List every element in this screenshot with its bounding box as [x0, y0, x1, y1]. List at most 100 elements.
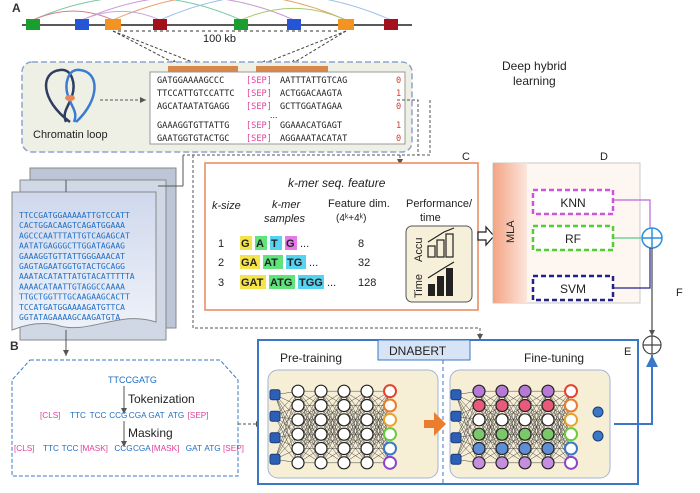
dna-line: TCCATGATGGAAAAGATGTTCA	[19, 303, 125, 312]
nn-edge	[274, 419, 299, 460]
pair-label: 0	[396, 76, 401, 86]
kmer-token: TG	[287, 257, 302, 269]
chromatin-loop-label: Chromatin loop	[33, 129, 108, 141]
nn-edge	[524, 391, 549, 435]
nn-edge	[455, 391, 480, 438]
nn-edge	[547, 391, 572, 435]
nn-edge	[478, 391, 503, 435]
genome-block	[153, 19, 167, 30]
sequence-right: GGAAACATGAGT	[280, 121, 342, 131]
nn-hidden-node	[472, 456, 486, 470]
nn-hidden-node	[360, 413, 374, 427]
dna-line: GAGTAGAATGGTGTACTGCAGG	[19, 262, 125, 271]
kmer-token: GA	[241, 257, 258, 269]
sep-token: [SEP]	[246, 121, 272, 131]
nn-hidden-node	[541, 456, 555, 470]
nn-output-node	[383, 398, 397, 413]
dna-line: AAATACATATTATGTACATTTTTA	[19, 272, 135, 281]
time-label: Time	[413, 274, 425, 298]
pretraining-network	[269, 384, 397, 470]
dna-sequence-lines: TTCCGATGGAAAAATTGTCCATTCACTGGACAAGTCAGAT…	[19, 211, 135, 322]
nn-hidden-node	[495, 456, 509, 470]
nn-hidden-node	[360, 456, 374, 470]
kmer-token: T	[271, 238, 278, 250]
nn-hidden-node	[360, 384, 374, 398]
model-label: SVM	[560, 282, 586, 296]
kmer-token: A	[256, 238, 264, 250]
nn-hidden-node	[291, 441, 305, 456]
nn-hidden-node	[360, 398, 374, 413]
kmer-token-bg	[240, 275, 266, 289]
kmer-k: 3	[218, 277, 224, 289]
nn-output-node	[383, 384, 397, 399]
nn-hidden-node	[337, 456, 351, 470]
deep-hybrid-line1: Deep hybrid	[502, 59, 567, 73]
nn-hidden-node	[541, 413, 555, 427]
token: [SEP]	[223, 444, 244, 453]
nn-hidden-node	[518, 441, 532, 456]
model-label: KNN	[560, 196, 585, 210]
kmer-k: 1	[218, 238, 224, 250]
nn-hidden-node	[337, 413, 351, 427]
interaction-arc	[32, 0, 242, 21]
genome-block	[105, 19, 121, 30]
kmer-token-bg	[298, 275, 324, 289]
chromatin-loop-icon	[44, 68, 96, 124]
genome-block	[234, 19, 248, 30]
tokenization-panel	[11, 359, 239, 477]
nn-hidden-node	[495, 427, 509, 441]
mla-bar	[493, 163, 527, 303]
masking-step: Masking	[128, 426, 173, 440]
pair-label: 0	[396, 102, 401, 112]
sequence-right: GCTTGGATAGAA	[280, 102, 343, 112]
kmer-k: 2	[218, 257, 224, 269]
sep-token: [SEP]	[246, 102, 272, 112]
anchor-right	[256, 66, 328, 72]
dna-document-stack	[11, 167, 177, 341]
dna-line: AGCCCAATTTATTGTCAGAGCAT	[19, 231, 130, 240]
panel-label-c: C	[462, 151, 470, 163]
nn-edge	[320, 391, 345, 435]
nn-output-node	[383, 455, 397, 470]
nn-hidden-node	[541, 398, 555, 413]
interaction-arc	[81, 10, 161, 21]
nn-output-node	[383, 412, 397, 427]
kmer-token-bg	[263, 255, 283, 269]
interaction-arc	[112, 0, 347, 21]
nn-input-node	[450, 389, 462, 401]
dnabert-badge	[377, 339, 471, 361]
kmer-title: k-mer seq. feature	[288, 176, 386, 190]
nn-edge	[274, 405, 299, 460]
nn-hidden-node	[314, 441, 328, 456]
dna-line: TTCCGATGGAAAAATTGTCCATT	[19, 211, 130, 220]
nn-edge	[320, 419, 345, 463]
nn-edge	[455, 419, 480, 460]
nn-edge	[297, 419, 322, 463]
genome-block	[26, 19, 40, 30]
dna-line: TTGCTGGTTTGCAAGAAGCACTT	[19, 293, 130, 302]
token: CGA	[133, 444, 151, 453]
nn-hidden-node	[337, 398, 351, 413]
nn-hidden-node	[518, 384, 532, 398]
token: CGA	[129, 411, 147, 420]
interaction-arc	[159, 0, 392, 21]
nn-edge	[366, 391, 391, 435]
token-input: TTCCGATG	[108, 375, 157, 385]
nn-hidden-node	[314, 427, 328, 441]
nn-hidden-node	[495, 398, 509, 413]
sequence-right: AATTTATTGTCAG	[280, 76, 347, 86]
nn-hidden-node	[495, 384, 509, 398]
kmer-token: G	[241, 238, 250, 250]
panel-label-d: D	[600, 151, 608, 163]
token: [SEP]	[188, 411, 209, 420]
interaction-arc	[240, 7, 347, 21]
anchor-left	[168, 66, 238, 72]
token: [MASK]	[80, 444, 108, 453]
sequence-right: AGGAAATACATAT	[280, 134, 347, 144]
kmer-dim: 32	[358, 257, 370, 269]
token: GAT	[186, 444, 202, 453]
kmer-token-bg	[286, 255, 306, 269]
nn-hidden-node	[541, 384, 555, 398]
